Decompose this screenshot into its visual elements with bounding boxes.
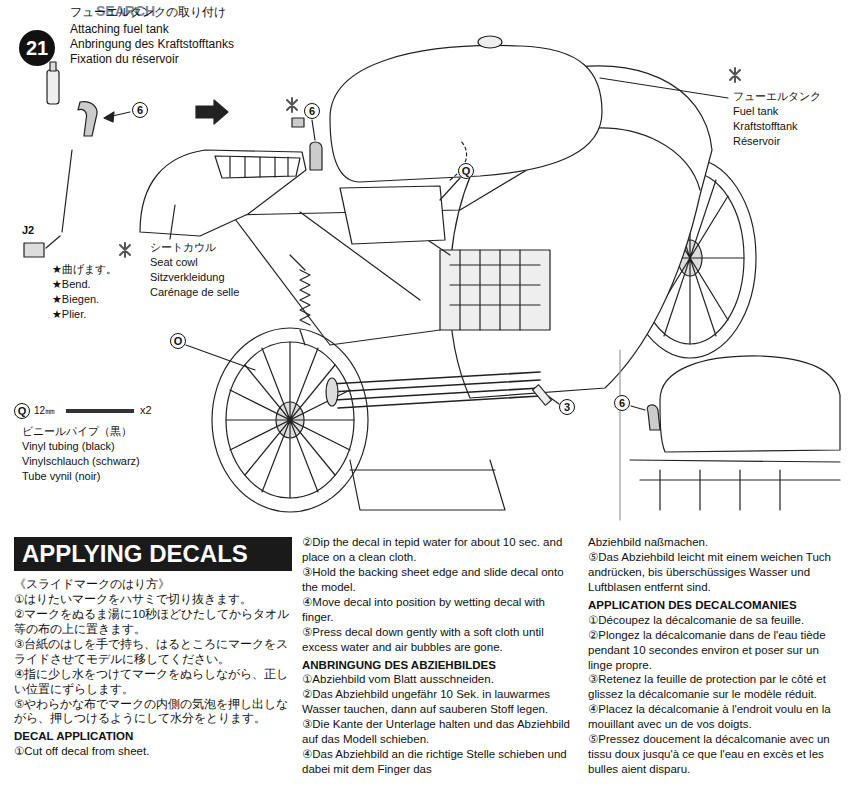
part-label: ★Plier. [52, 308, 86, 321]
instruction-text: ①はりたいマークをハサミで切り抜きます。 [14, 592, 292, 607]
callout-text: 6 [619, 397, 625, 409]
part-label: フューエルタンク [733, 90, 821, 103]
part-label: Anbringung des Kraftstofftanks [70, 38, 234, 52]
part-label: Attaching fuel tank [70, 23, 169, 37]
part-label: ★Biegen. [52, 293, 99, 306]
instruction-text: ①Abziehbild vom Blatt ausschneiden. [302, 672, 577, 687]
part-label: シートカウル [150, 241, 216, 254]
callout-text: 21 [26, 37, 48, 60]
callout-number: 6 [132, 102, 148, 118]
instruction-text: ④Move decal into position by wetting dec… [302, 595, 577, 625]
section-heading: DECAL APPLICATION [14, 729, 292, 744]
instruction-text: ④Placez la décalcomanie à l'endroit voul… [588, 702, 846, 732]
callout-number: 6 [614, 395, 630, 411]
callout-text: 6 [309, 105, 315, 117]
callout-number: O [170, 333, 186, 349]
part-label: Seat cowl [150, 256, 198, 269]
text-column: Abziehbild naßmachen.⑤Das Abziehbild lei… [588, 535, 846, 777]
part-label: Sitzverkleidung [150, 271, 225, 284]
callout-number: Q [458, 163, 474, 179]
instruction-text: ③台紙のはしを手で持ち、はるところにマークをスライドさせてモデルに移してください… [14, 637, 292, 667]
instruction-text: ⑤Press decal down gently with a soft clo… [302, 625, 577, 655]
callout-text: 3 [564, 401, 570, 413]
instruction-text: ⑤やわらかな布でマークの内側の気泡を押し出しながら、押しつけるようにして水分をと… [14, 697, 292, 727]
part-label: Fixation du réservoir [70, 53, 179, 67]
instruction-text: ②マークをぬるま湯に10秒ほどひたしてからタオル等の布の上に置きます。 [14, 607, 292, 637]
instruction-text: ⑤Das Abziehbild leicht mit einem weichen… [588, 550, 846, 595]
part-label: フューエルタンクの取り付け [70, 6, 226, 20]
part-quantity: x2 [140, 404, 152, 417]
part-label: J2 [22, 224, 34, 237]
part-label: ★曲げます。 [52, 263, 117, 276]
instruction-text: ②Dip the decal in tepid water for about … [302, 535, 577, 565]
instruction-text: ③Die Kante der Unterlage halten und das … [302, 717, 577, 747]
callout-text: Q [18, 405, 27, 417]
section-heading: ANBRINGUNG DES ABZIEHBILDES [302, 658, 577, 673]
part-label: Kraftstofftank [733, 120, 798, 133]
part-label: Vinylschlauch (schwarz) [22, 455, 140, 468]
section-banner: APPLYING DECALS [14, 537, 292, 571]
part-label: ★Bend. [52, 278, 91, 291]
callout-number: Q [14, 403, 30, 419]
step-number: 21 [19, 30, 55, 66]
instruction-text: 《スライドマークのはり方》 [14, 577, 292, 592]
instruction-text: ④Das Abziehbild an die richtige Stelle s… [302, 747, 577, 777]
callout-number: 3 [559, 399, 575, 415]
part-label: ビニールパイプ（黒） [22, 425, 132, 438]
instruction-text: ③Hold the backing sheet edge and slide d… [302, 565, 577, 595]
instruction-text: ⑤Pressez doucement la décalcomanie avec … [588, 732, 846, 777]
callout-number: 6 [304, 103, 320, 119]
instruction-text: ①Découpez la décalcomanie de sa feuille. [588, 613, 846, 628]
part-label: Vinyl tubing (black) [22, 440, 115, 453]
text-column: ②Dip the decal in tepid water for about … [302, 535, 577, 777]
text-column: 《スライドマークのはり方》①はりたいマークをハサミで切り抜きます。②マークをぬる… [14, 577, 292, 759]
part-label: Réservoir [733, 135, 780, 148]
callout-text: O [174, 335, 183, 347]
banner-text: APPLYING DECALS [22, 540, 248, 568]
instruction-text: ②Das Abziehbild ungefähr 10 Sek. in lauw… [302, 687, 577, 717]
callout-text: 6 [137, 104, 143, 116]
part-label: Tube vynil (noir) [22, 470, 100, 483]
instruction-text: Abziehbild naßmachen. [588, 535, 846, 550]
part-label: Carénage de selle [150, 286, 239, 299]
instruction-text: ④指に少し水をつけてマークをぬらしながら、正しい位置にずらします。 [14, 667, 292, 697]
instruction-text: ②Plongez la décalcomanie dans de l'eau t… [588, 628, 846, 673]
instruction-text: ①Cut off decal from sheet. [14, 744, 292, 759]
part-quantity: 12㎜ [34, 405, 55, 417]
part-label: Fuel tank [733, 105, 778, 118]
callout-text: Q [462, 165, 471, 177]
section-heading: APPLICATION DES DECALCOMANIES [588, 598, 846, 613]
instruction-text: ③Retenez la feuille de protection par le… [588, 672, 846, 702]
